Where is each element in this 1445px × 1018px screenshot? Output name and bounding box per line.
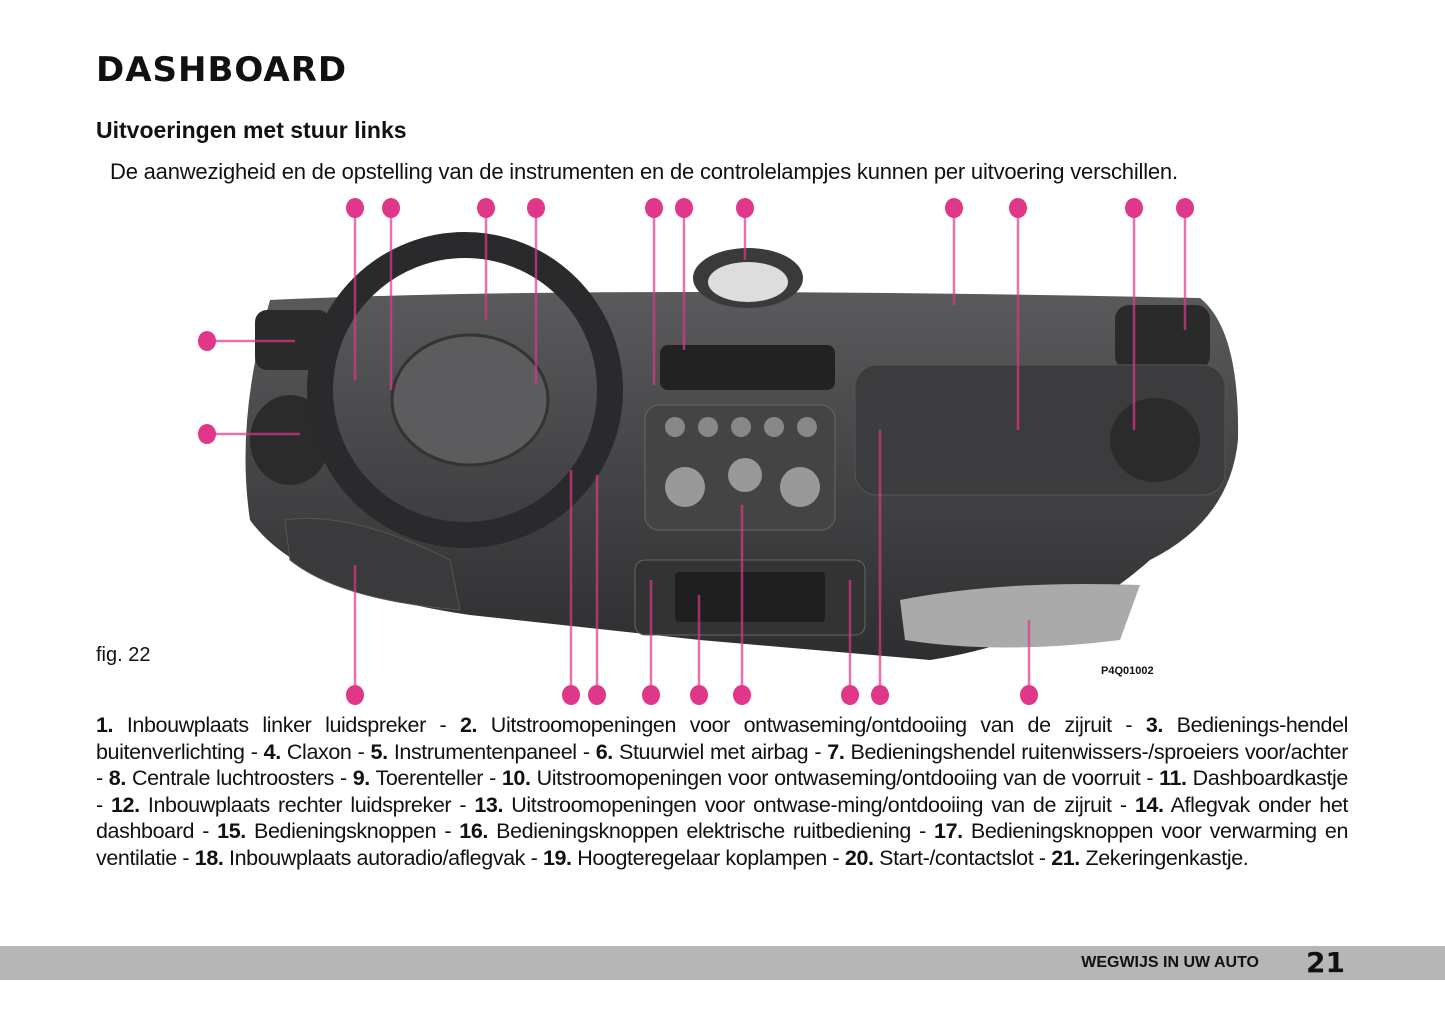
legend-text: Bedieningsknoppen elektrische ruitbedien… bbox=[487, 819, 935, 844]
page-number: 21 bbox=[1306, 946, 1345, 979]
callout-pin bbox=[645, 198, 663, 218]
legend-text: Uitstroomopeningen voor ontwaseming/ontd… bbox=[530, 766, 1160, 791]
legend-number: 20. bbox=[844, 845, 874, 870]
legend-number: 17. bbox=[934, 819, 963, 844]
callout-pin bbox=[690, 685, 708, 705]
legend-number: 9. bbox=[352, 766, 371, 791]
legend-number: 15. bbox=[217, 819, 246, 844]
legend-number: 5. bbox=[370, 739, 389, 764]
figure-code: P4Q01002 bbox=[1101, 665, 1154, 677]
legend-number: 19. bbox=[542, 845, 572, 870]
legend-number: 2. bbox=[459, 713, 478, 737]
callout-pins bbox=[198, 198, 1194, 705]
legend-text: Dashboardkastje - bbox=[96, 766, 1348, 817]
legend-text: Inbouwplaats autoradio/aflegvak - bbox=[223, 845, 543, 870]
legend-text: Bedienings-hendel buitenverlichting - bbox=[96, 713, 1348, 764]
legend-number: 8. bbox=[108, 766, 127, 791]
callout-pin bbox=[346, 685, 364, 705]
legend-number: 12. bbox=[110, 792, 140, 817]
legend-number: 10. bbox=[501, 766, 531, 791]
callout-pin bbox=[527, 198, 545, 218]
legend-text: Hoogteregelaar koplampen - bbox=[571, 845, 845, 870]
legend-number: 11. bbox=[1159, 766, 1187, 791]
legend-text: Uitstroomopeningen voor ontwaseming/ontd… bbox=[477, 713, 1146, 737]
callout-pin bbox=[733, 685, 751, 705]
figure-label: fig. 22 bbox=[96, 644, 151, 666]
callout-pin bbox=[871, 685, 889, 705]
legend-text: Uitstroomopeningen voor ontwase-ming/ont… bbox=[503, 792, 1135, 817]
legend-text: Aflegvak onder het dashboard - bbox=[96, 792, 1348, 844]
dashboard-illustration bbox=[198, 198, 1239, 705]
callout-pin bbox=[736, 198, 754, 218]
legend-number: 21. bbox=[1051, 845, 1080, 870]
intro-text: De aanwezigheid en de opstelling van de … bbox=[110, 159, 1178, 184]
callout-pin bbox=[346, 198, 364, 218]
callout-pin bbox=[477, 198, 495, 218]
callout-pin bbox=[1125, 198, 1143, 218]
page-footer: WEGWIJS IN UW AUTO 21 bbox=[0, 946, 1445, 980]
legend-text: Toerenteller - bbox=[369, 766, 502, 791]
legend-text: Inbouwplaats rechter luidspreker - bbox=[139, 792, 475, 817]
callout-pin bbox=[841, 685, 859, 705]
legend-text: Centrale luchtroosters - bbox=[125, 766, 353, 791]
legend-text: Bedieningshendel ruitenwissers-/sproeier… bbox=[96, 739, 1348, 791]
legend-number: 13. bbox=[474, 792, 504, 817]
legend-text: Instrumentenpaneel - bbox=[387, 739, 596, 764]
legend-text: Zekeringenkastje. bbox=[1079, 845, 1249, 870]
legend-number: 6. bbox=[595, 739, 614, 764]
legend-text: Bedieningsknoppen voor verwarming en ven… bbox=[96, 819, 1349, 870]
legend-text: Start-/contactslot - bbox=[873, 845, 1052, 870]
callout-pin bbox=[1009, 198, 1027, 218]
legend-number: 18. bbox=[194, 845, 224, 870]
section-name: WEGWIJS IN UW AUTO bbox=[1081, 954, 1259, 971]
legend-caption: 1. Inbouwplaats linker luidspreker - 2. … bbox=[96, 712, 1348, 872]
legend-number: 4. bbox=[263, 739, 282, 764]
callout-pin bbox=[945, 198, 963, 218]
callout-pin bbox=[198, 331, 216, 351]
legend-number: 16. bbox=[459, 819, 488, 844]
legend-text: Stuurwiel met airbag - bbox=[612, 739, 828, 764]
legend-number: 14. bbox=[1134, 792, 1164, 817]
callout-pin bbox=[1020, 685, 1038, 705]
page-title: DASHBOARD bbox=[96, 50, 348, 90]
legend-text: Claxon - bbox=[280, 739, 371, 764]
callout-pin bbox=[198, 424, 216, 444]
callout-pin bbox=[675, 198, 693, 218]
dashboard-body bbox=[245, 232, 1239, 660]
legend-number: 1. bbox=[96, 713, 114, 737]
legend-number: 3. bbox=[1145, 713, 1164, 737]
section-subtitle: Uitvoeringen met stuur links bbox=[96, 117, 407, 143]
callout-pin bbox=[1176, 198, 1194, 218]
callout-pin bbox=[642, 685, 660, 705]
callout-pin bbox=[588, 685, 606, 705]
legend-text: Inbouwplaats linker luidspreker - bbox=[113, 713, 460, 737]
legend-number: 7. bbox=[827, 739, 845, 764]
callout-pin bbox=[382, 198, 400, 218]
legend-text: Bedieningsknoppen - bbox=[245, 819, 460, 844]
callout-pin bbox=[562, 685, 580, 705]
